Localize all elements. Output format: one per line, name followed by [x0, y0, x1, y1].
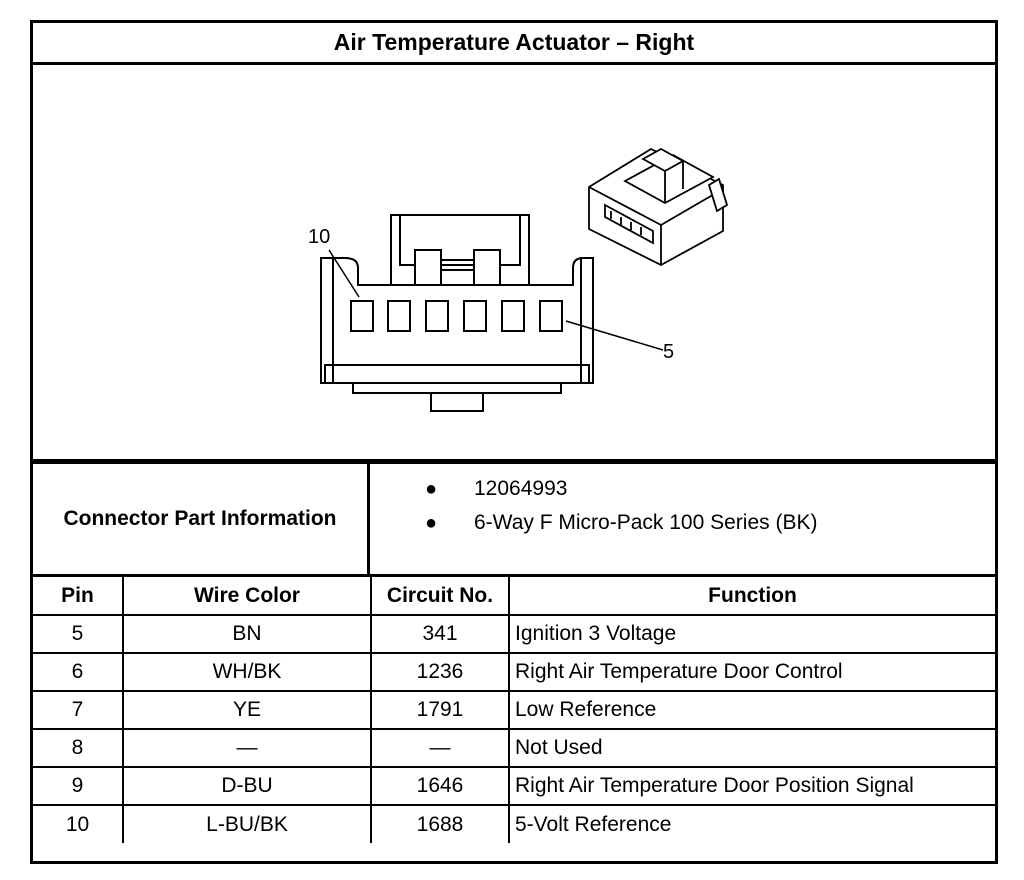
wire-color-cell: BN [122, 614, 372, 654]
callout-leader-10 [328, 249, 360, 298]
table-row: 8 — — Not Used [33, 728, 995, 768]
pin-cell: 10 [33, 804, 124, 843]
table-row: 9 D-BU 1646 Right Air Temperature Door P… [33, 766, 995, 806]
function-cell: Ignition 3 Voltage [508, 614, 995, 654]
function-cell: Low Reference [508, 690, 995, 730]
connector-part-info: Connector Part Information ● 12064993 ● … [33, 459, 995, 577]
header-wire-color: Wire Color [122, 577, 372, 616]
cavity-5 [539, 300, 563, 332]
circuit-cell: 1791 [370, 690, 510, 730]
table-header-row: Pin Wire Color Circuit No. Function [33, 577, 995, 616]
connector-part-info-label: Connector Part Information [33, 464, 370, 574]
list-item: ● 12064993 [370, 472, 995, 506]
cavity-10 [350, 300, 374, 332]
pin-cell: 7 [33, 690, 124, 730]
table-row: 5 BN 341 Ignition 3 Voltage [33, 614, 995, 654]
circuit-cell: 1646 [370, 766, 510, 806]
wire-color-cell: YE [122, 690, 372, 730]
callout-leader-5 [565, 320, 664, 351]
bullet-icon: ● [425, 478, 438, 500]
connector-sheet: Air Temperature Actuator – Right [30, 20, 998, 864]
cavity-7 [463, 300, 487, 332]
connector-housing [320, 257, 594, 384]
wire-color-cell: D-BU [122, 766, 372, 806]
callout-label-5: 5 [663, 341, 674, 363]
circuit-cell: — [370, 728, 510, 768]
connector-latch [390, 214, 530, 285]
connector-description: 6-Way F Micro-Pack 100 Series (BK) [474, 511, 818, 534]
table-row: 6 WH/BK 1236 Right Air Temperature Door … [33, 652, 995, 692]
connector-drawing: 10 5 [308, 147, 729, 412]
part-number: 12064993 [474, 477, 568, 500]
pin-cell: 8 [33, 728, 124, 768]
callout-label-10: 10 [308, 226, 330, 248]
pin-table: Pin Wire Color Circuit No. Function 5 BN… [33, 577, 995, 843]
wire-color-cell: WH/BK [122, 652, 372, 692]
cavity-8 [425, 300, 449, 332]
bullet-icon: ● [425, 512, 438, 534]
table-row: 10 L-BU/BK 1688 5-Volt Reference [33, 804, 995, 843]
pin-cell: 6 [33, 652, 124, 692]
wire-color-cell: L-BU/BK [122, 804, 372, 843]
list-item: ● 6-Way F Micro-Pack 100 Series (BK) [370, 506, 995, 540]
pin-cell: 5 [33, 614, 124, 654]
cavity-9 [387, 300, 411, 332]
function-cell: 5-Volt Reference [508, 804, 995, 843]
circuit-cell: 341 [370, 614, 510, 654]
table-row: 7 YE 1791 Low Reference [33, 690, 995, 730]
circuit-cell: 1688 [370, 804, 510, 843]
function-cell: Not Used [508, 728, 995, 768]
function-cell: Right Air Temperature Door Control [508, 652, 995, 692]
header-circuit-no: Circuit No. [370, 577, 510, 616]
page-title: Air Temperature Actuator – Right [33, 23, 995, 65]
connector-part-info-list: ● 12064993 ● 6-Way F Micro-Pack 100 Seri… [370, 472, 995, 540]
connector-iso-view [588, 147, 729, 267]
function-cell: Right Air Temperature Door Position Sign… [508, 766, 995, 806]
circuit-cell: 1236 [370, 652, 510, 692]
connector-diagram: 10 5 [33, 65, 995, 459]
wire-color-cell: — [122, 728, 372, 768]
pin-cell: 9 [33, 766, 124, 806]
header-function: Function [508, 577, 995, 616]
cavity-6 [501, 300, 525, 332]
header-pin: Pin [33, 577, 124, 616]
